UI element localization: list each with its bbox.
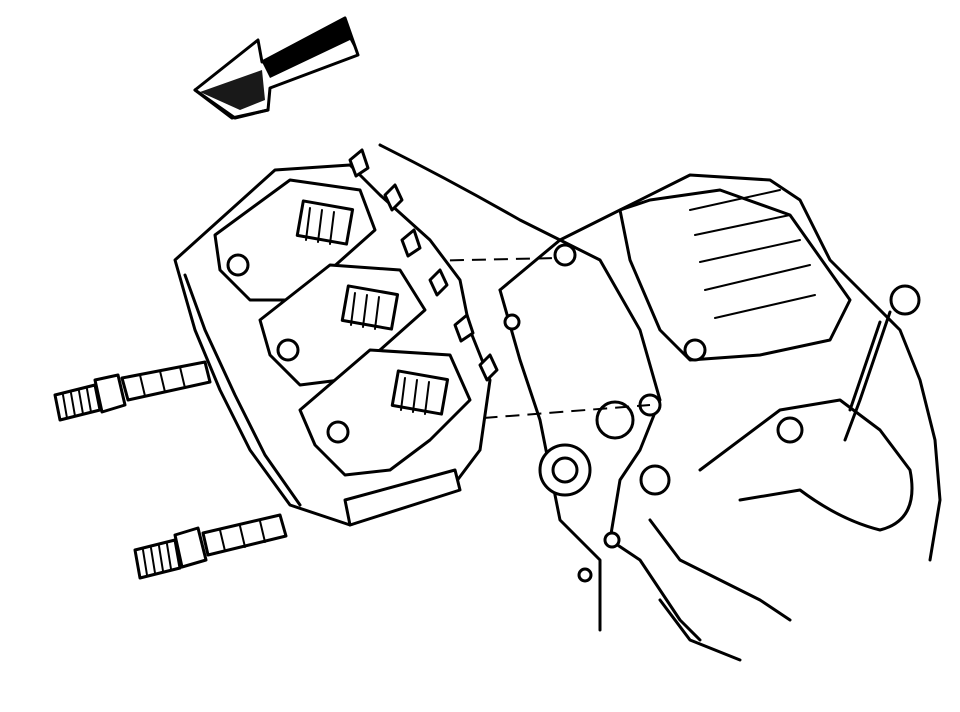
coil-1	[213, 148, 404, 302]
coil-3	[298, 313, 499, 477]
ignition-coil-pack	[173, 148, 499, 527]
coil-2	[258, 228, 449, 387]
arrow-left-icon	[193, 16, 360, 120]
mounting-bolt-lower	[133, 513, 288, 580]
mounting-bolt-upper	[53, 360, 212, 422]
